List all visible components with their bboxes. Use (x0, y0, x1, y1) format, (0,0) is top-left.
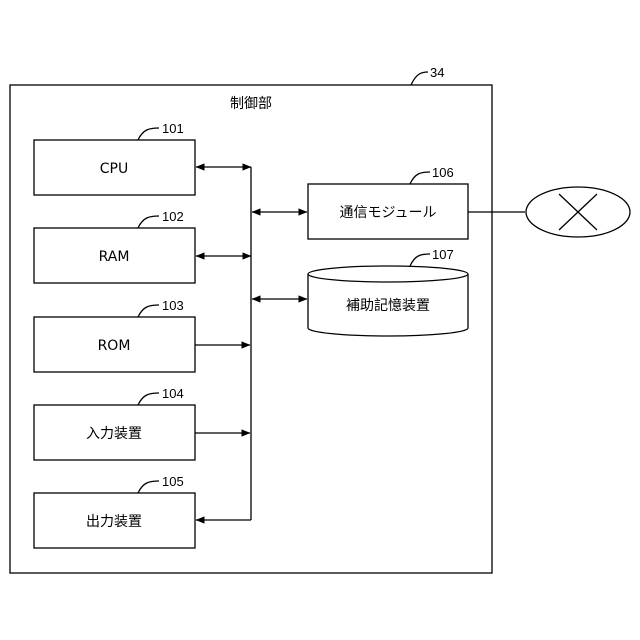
ref-106: 106 (432, 165, 454, 180)
storage-label: 補助記憶装置 (346, 297, 430, 314)
ref-105: 105 (162, 474, 184, 489)
ref-107: 107 (432, 247, 454, 262)
ref-103: 103 (162, 298, 184, 313)
ref-102: 102 (162, 209, 184, 224)
ref-34: 34 (430, 65, 444, 80)
leader-line-34 (411, 72, 428, 85)
comm-module-label: 通信モジュール (339, 205, 436, 221)
ram-label: RAM (99, 249, 130, 265)
cpu-label: CPU (100, 161, 128, 177)
ref-101: 101 (162, 121, 184, 136)
output-device-label: 出力装置 (86, 514, 142, 530)
rom-label: ROM (98, 338, 131, 354)
ref-104: 104 (162, 386, 184, 401)
network-icon (526, 187, 630, 237)
input-device-label: 入力装置 (86, 426, 142, 442)
control-unit-title: 制御部 (230, 96, 272, 112)
